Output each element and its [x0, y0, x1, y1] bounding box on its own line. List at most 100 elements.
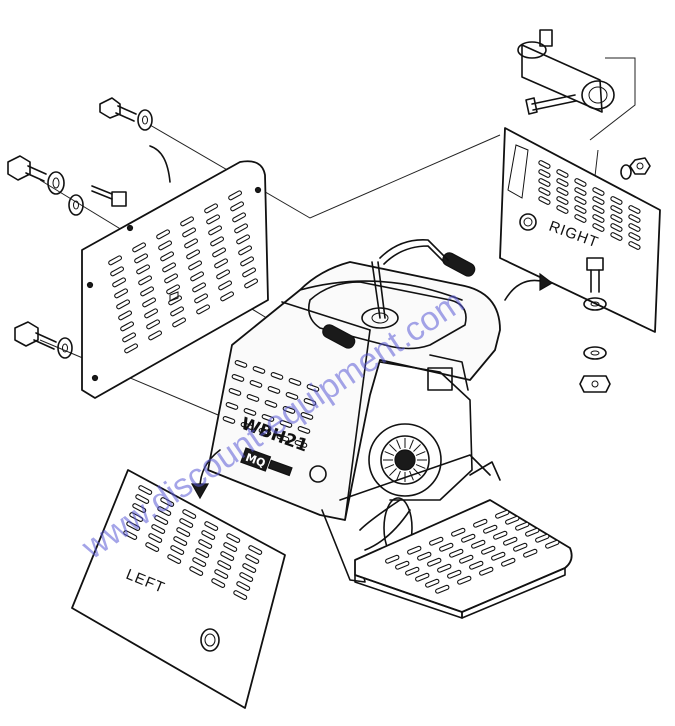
vent-slot [429, 536, 444, 546]
starter-rib [384, 464, 395, 469]
vent-slot [136, 264, 151, 275]
vent-slot [216, 269, 231, 280]
vent-slot [249, 380, 263, 388]
vent-slot [491, 551, 506, 561]
vent-slot [192, 557, 207, 567]
vent-slot [439, 542, 454, 552]
vent-slot [217, 560, 232, 570]
vent-slot [545, 539, 560, 549]
vent-slot [451, 527, 466, 537]
vent-slot [201, 530, 216, 540]
vent-slot [523, 548, 538, 558]
vent-slot [294, 440, 308, 448]
vent-slot [228, 388, 242, 396]
vent-slot [556, 169, 569, 178]
recoil-starter [368, 423, 442, 497]
vent-slot [270, 372, 284, 380]
vent-slot [538, 187, 551, 196]
vent-slot [232, 212, 247, 223]
starter-rib [415, 464, 426, 469]
vent-slot [435, 584, 450, 594]
vent-slot [501, 557, 516, 567]
vent-slot [457, 575, 472, 585]
vent-slot [282, 406, 296, 414]
vent-slot [592, 196, 605, 205]
vent-slot [240, 256, 255, 267]
vent-slot [238, 245, 253, 256]
vent-slot [204, 203, 219, 214]
starter-rib [409, 439, 414, 450]
vent-slot [483, 524, 498, 534]
logo: MQ [240, 447, 293, 477]
vent-slot [225, 402, 239, 410]
vent-slot [132, 242, 147, 253]
vent-slot [479, 566, 494, 576]
base-plate [354, 499, 573, 619]
vent-slot [425, 578, 440, 588]
vent-slot [276, 434, 290, 442]
vent-slot [180, 216, 195, 227]
vent-slot [574, 178, 587, 187]
vent-slot [206, 214, 221, 225]
vent-slot [112, 277, 127, 288]
vent-slot [628, 214, 641, 223]
vent-slot [447, 569, 462, 579]
starter-rib [384, 451, 395, 456]
right-side-panel: RIGHT [499, 127, 661, 333]
vent-slot [556, 205, 569, 214]
vent-slot [493, 530, 508, 540]
vent-slot [138, 485, 153, 495]
vent-slot [243, 408, 257, 416]
vent-slot [108, 255, 123, 266]
vent-slot [129, 512, 144, 522]
vent-slot [574, 205, 587, 214]
vent-slot [525, 527, 540, 537]
vent-slot [285, 392, 299, 400]
vent-slot [176, 527, 191, 537]
vent-slot [182, 227, 197, 238]
vent-slot [218, 280, 233, 291]
vent-slot [538, 196, 551, 205]
vent-slot [204, 521, 219, 531]
vent-slot [230, 201, 245, 212]
vent-slot [196, 304, 211, 315]
vent-slot [124, 343, 139, 354]
mount-bracket [517, 29, 615, 115]
vent-slot [240, 422, 254, 430]
vent-slot [288, 378, 302, 386]
vent-slot [267, 386, 281, 394]
vent-slot [628, 205, 641, 214]
vent-slot [592, 223, 605, 232]
vent-slot [395, 560, 410, 570]
vent-slot [231, 374, 245, 382]
vent-slot [188, 260, 203, 271]
vent-slot [195, 548, 210, 558]
vent-slot [279, 420, 293, 428]
vent-slot [407, 545, 422, 555]
vent-slot [513, 542, 528, 552]
vent-slot [303, 398, 317, 406]
vent-slot [172, 317, 187, 328]
right-hardware [579, 157, 651, 393]
vent-slot [538, 169, 551, 178]
vent-slot [116, 299, 131, 310]
left-side-panel: LEFT [71, 469, 286, 709]
vent-slot [592, 205, 605, 214]
vent-slot [592, 214, 605, 223]
vent-slot [198, 539, 213, 549]
vent-slot [208, 225, 223, 236]
vent-slot [473, 518, 488, 528]
vent-slot [415, 572, 430, 582]
vent-slot [385, 554, 400, 564]
vent-slot [242, 267, 257, 278]
vent-slot [574, 196, 587, 205]
vent-slot [538, 178, 551, 187]
vent-slot [244, 278, 259, 289]
vent-slot [212, 247, 227, 258]
vent-slot [173, 536, 188, 546]
starter-rib [396, 439, 401, 450]
vent-slot [469, 560, 484, 570]
vent-slot [592, 187, 605, 196]
vent-slot [135, 494, 150, 504]
